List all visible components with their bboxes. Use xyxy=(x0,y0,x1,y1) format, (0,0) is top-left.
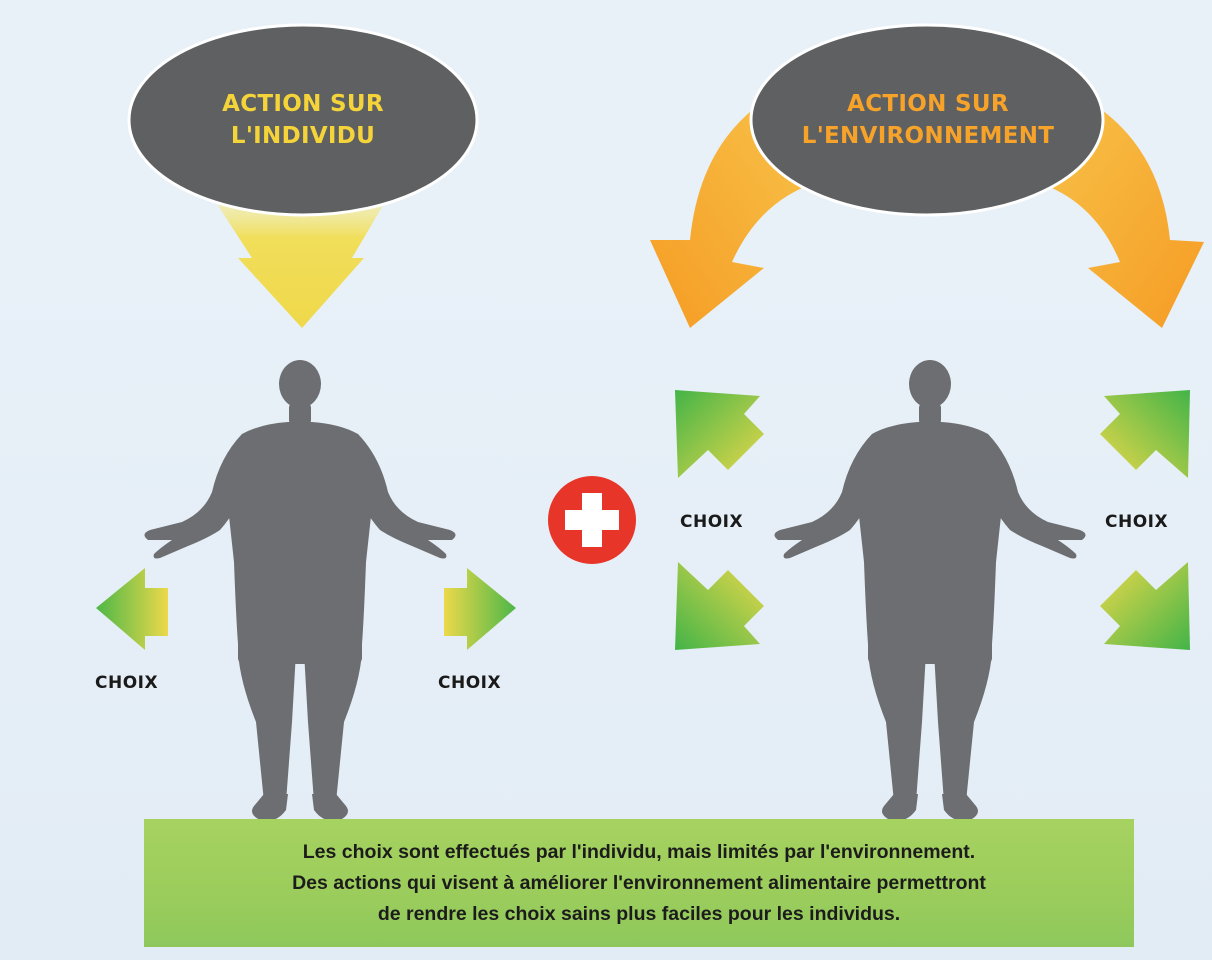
caption-line-3: de rendre les choix sains plus faciles p… xyxy=(377,902,901,925)
arrow-icon xyxy=(1100,562,1190,650)
individual-action-bubble xyxy=(127,23,479,217)
choice-label-environment-right: CHOIX xyxy=(1105,512,1169,532)
individual-bubble-line2: L'INDIVIDU xyxy=(230,123,376,149)
caption-line-2: Des actions qui visent à améliorer l'env… xyxy=(292,871,986,894)
caption-box: Les choix sont effectués par l'individu,… xyxy=(144,819,1134,947)
arrow-icon xyxy=(96,568,168,650)
individual-bubble-label: ACTION SUR L'INDIVIDU xyxy=(180,88,426,152)
person-silhouette-icon xyxy=(774,360,1086,821)
arrow-icon xyxy=(675,562,764,650)
environment-action-bubble xyxy=(749,23,1105,217)
individual-down-arrow xyxy=(208,190,392,328)
arrow-icon xyxy=(675,390,764,478)
environment-bubble-line2: L'ENVIRONNEMENT xyxy=(801,123,1055,149)
environment-bubble-line1: ACTION SUR xyxy=(847,91,1009,117)
choice-label-environment-left: CHOIX xyxy=(680,512,744,532)
environment-bubble-label: ACTION SUR L'ENVIRONNEMENT xyxy=(778,88,1078,152)
individual-bubble-line1: ACTION SUR xyxy=(222,91,384,117)
plus-icon xyxy=(548,476,636,564)
caption-line-1: Les choix sont effectués par l'individu,… xyxy=(302,840,976,863)
person-silhouette-icon xyxy=(144,360,456,821)
choice-label-individual-right: CHOIX xyxy=(438,673,502,693)
arrow-icon xyxy=(444,568,516,650)
choice-label-individual-left: CHOIX xyxy=(95,673,159,693)
arrow-icon xyxy=(1100,390,1190,478)
